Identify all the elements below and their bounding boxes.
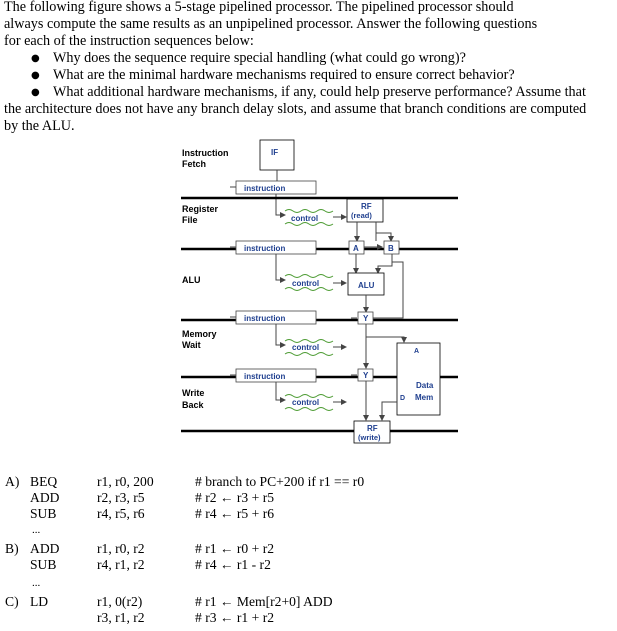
reg-y2-label: Y [363,371,369,380]
data-mem-box [396,342,441,416]
stage-label-regfile: Register [182,204,219,214]
rf-read-label: (read) [351,211,372,220]
question-intro: The following figure shows a 5-stage pip… [4,0,537,50]
rf-write-label: (write) [358,433,381,442]
stage-label-wb: Back [182,400,205,410]
sequence-operands: r1, r0, r2 [97,541,145,556]
bullet-text: What additional hardware mechanisms, if … [53,84,586,100]
bullet-item: ● What are the minimal hardware mechanis… [31,67,515,84]
control-wave [284,209,334,213]
stage-label-fetch: Fetch [182,159,206,169]
sequence-comment: # r1 ← r0 + r2 [195,541,275,556]
stage-label-alu: ALU [182,275,201,285]
sequence-op: LD [30,594,49,609]
ellipsis: ... [32,577,41,589]
data-mem-label: Mem [415,393,433,402]
sequence-op: ADD [30,541,60,556]
stage-label-mem: Wait [182,340,201,350]
instruction-label: instruction [244,244,285,253]
sequence-comment: # r1 ← Mem[r2+0] ADD [195,594,333,609]
if-label: IF [271,148,278,157]
sequence-operands: r4, r1, r2 [97,557,145,572]
instruction-label: instruction [244,184,285,193]
intro-line: The following figure shows a 5-stage pip… [4,0,514,15]
if-box [259,139,295,171]
bullet-item: ● Why does the sequence require special … [31,50,466,67]
sequence-comment: # r2 ← r3 + r5 [195,490,275,505]
intro-line: for each of the instruction sequences be… [4,33,254,49]
data-mem-a-label: A [414,348,419,355]
bullet-icon: ● [31,53,40,64]
rf-read-label: RF [361,202,372,211]
rf-write-box [353,420,391,444]
control-label: control [292,279,319,288]
sequence-comment: # r4 ← r1 - r2 [195,557,271,572]
bullet-item: ● What additional hardware mechanisms, i… [31,84,586,101]
sequence-b-label: B) [5,541,19,556]
intro-line: always compute the same results as an un… [4,16,538,32]
sequence-operands: r3, r1, r2 [97,610,145,625]
sequence-operands: r1, 0(r2) [97,594,143,609]
control-label: control [292,398,319,407]
bullet-text: What are the minimal hardware mechanisms… [53,67,515,83]
sequence-op: SUB [30,506,57,521]
control-label: control [292,343,319,352]
sequence-op: SUB [30,557,57,572]
ellipsis: ... [32,524,41,536]
stage-label-wb: Write [182,388,204,398]
sequence-a-label: A) [5,474,20,489]
sequence-operands: r2, r3, r5 [97,490,145,505]
reg-y-label: Y [363,314,369,323]
bullet-text: Why does the sequence require special ha… [53,50,466,66]
stage-label-mem: Memory [182,329,217,339]
stage-label-fetch: Instruction [182,148,229,158]
sequence-c-label: C) [5,594,19,609]
intro-line: the architecture does not have any branc… [4,101,587,117]
instruction-label: instruction [244,372,285,381]
sequence-op: BEQ [30,474,58,489]
instruction-label: instruction [244,314,285,323]
sequence-comment: # r3 ← r1 + r2 [195,610,275,625]
control-label: control [291,214,318,223]
sequence-op: ADD [30,490,60,505]
reg-a-label: A [353,244,359,253]
alu-label: ALU [358,281,375,290]
sequence-comment: # r4 ← r5 + r6 [195,506,275,521]
sequence-operands: r1, r0, 200 [97,474,154,489]
data-mem-d-label: D [400,395,405,402]
stage-label-regfile: File [182,215,198,225]
rf-write-label: RF [367,424,378,433]
intro-tail: the architecture does not have any branc… [4,101,586,135]
sequence-comment: # branch to PC+200 if r1 == r0 [195,474,365,489]
bullet-icon: ● [31,70,40,81]
sequence-operands: r4, r5, r6 [97,506,145,521]
reg-b-label: B [388,244,394,253]
intro-line: by the ALU. [4,118,75,134]
bullet-icon: ● [31,87,40,98]
data-mem-label: Data [416,381,434,390]
